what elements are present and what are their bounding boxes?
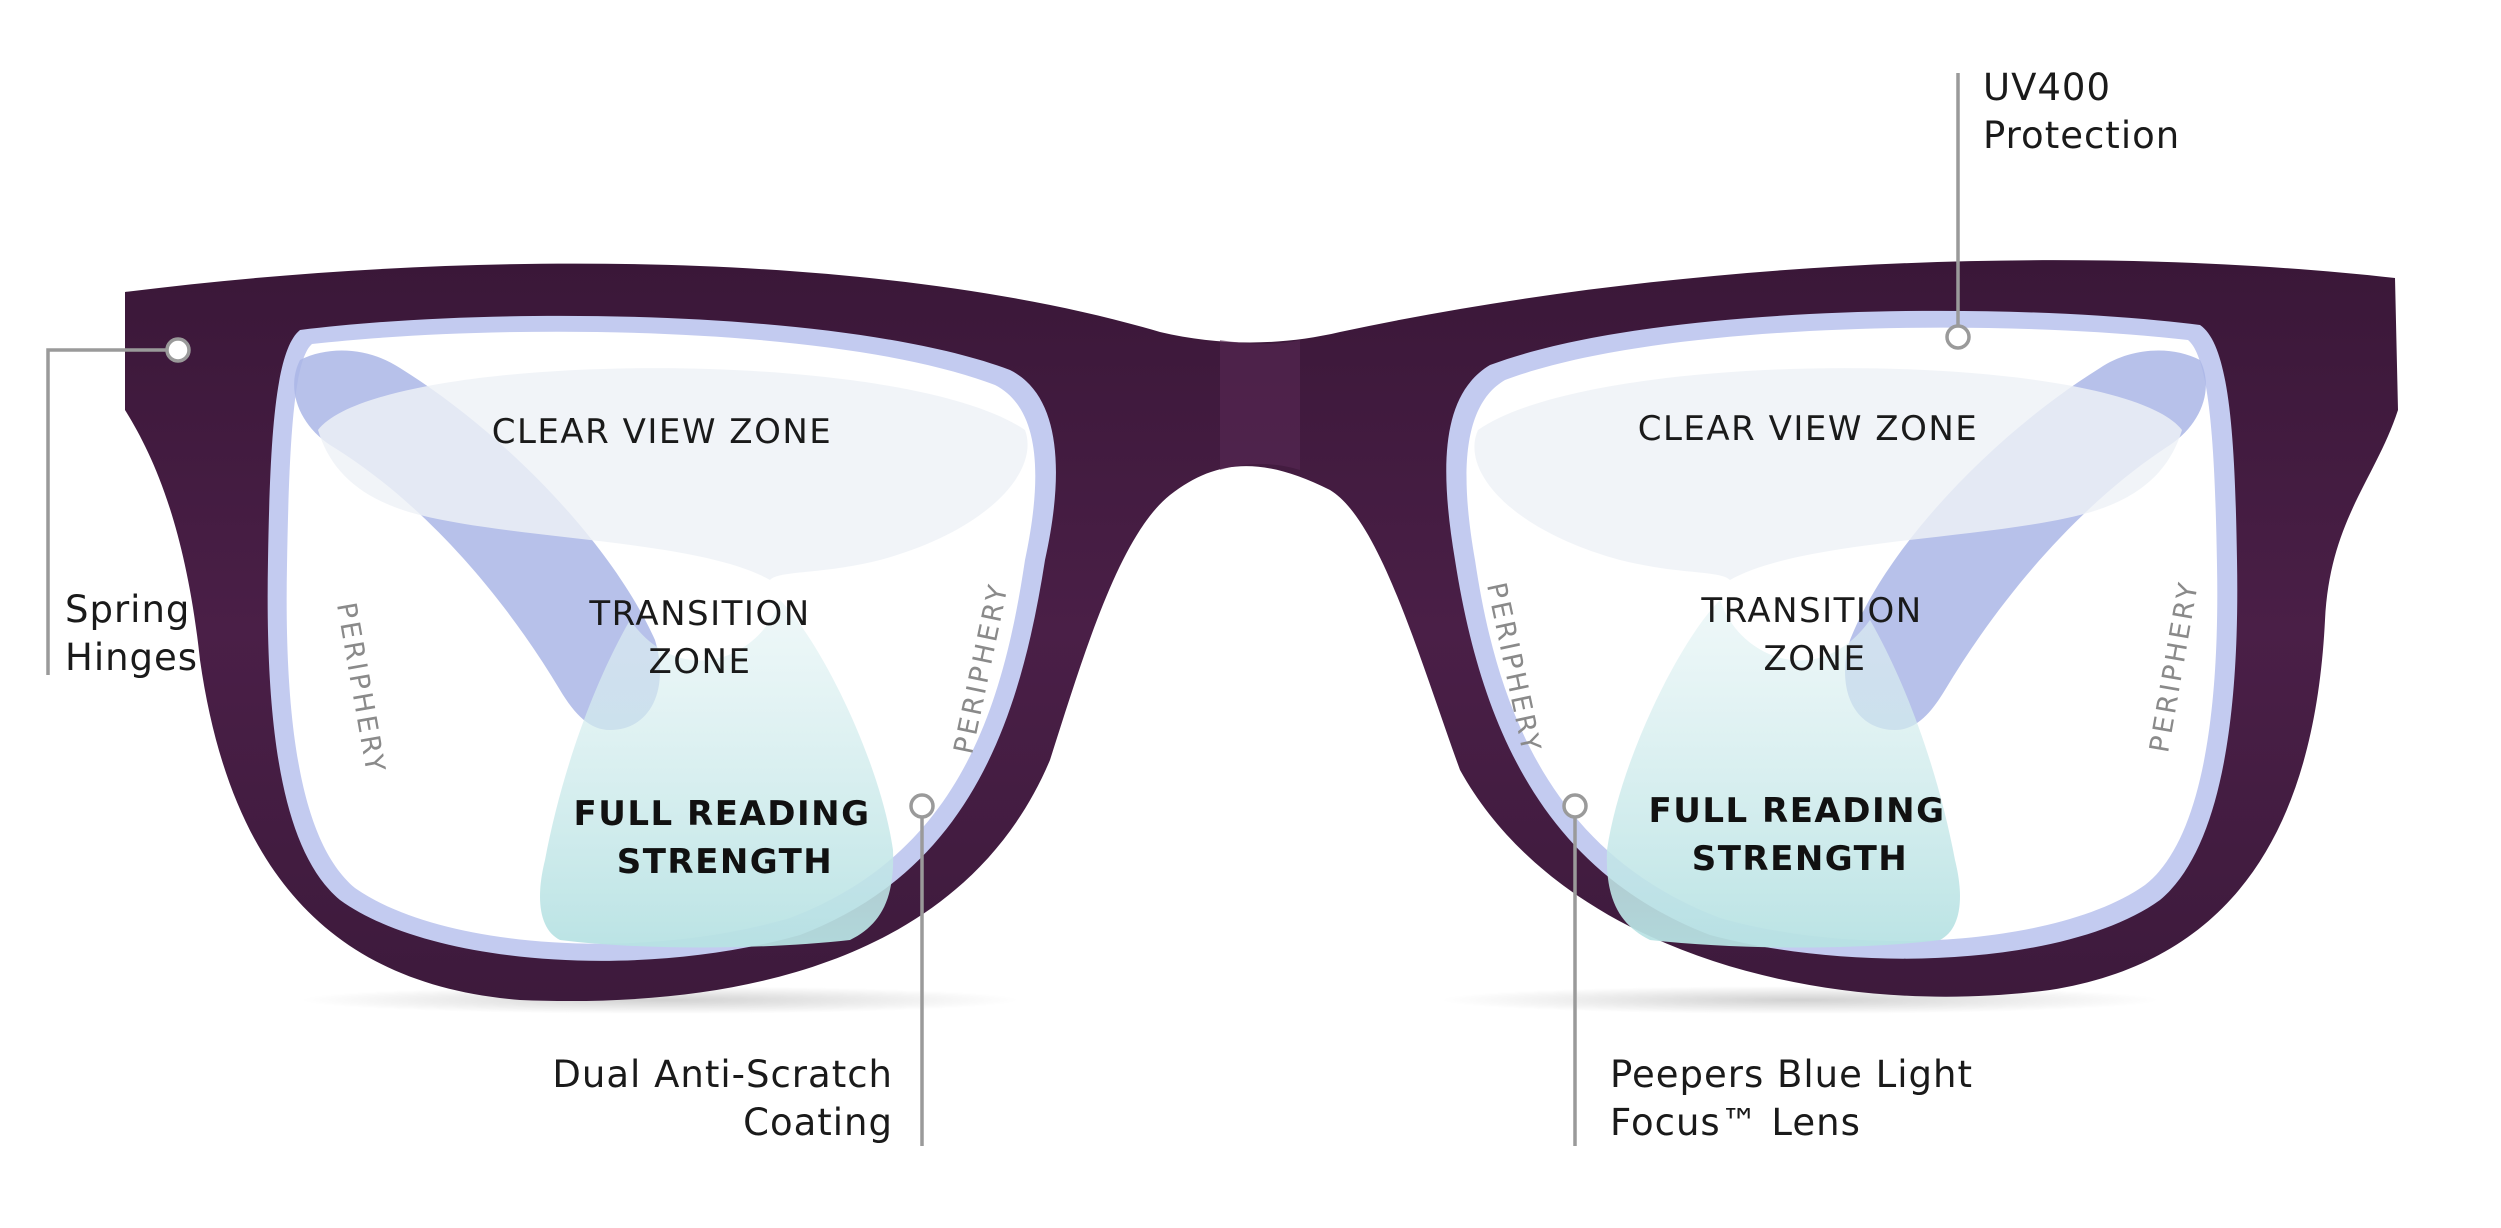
uv-callout-line2: Protection [1983,114,2180,157]
left-clear-view-label: CLEAR VIEW ZONE [492,412,833,452]
coating-leader-dot [909,793,935,819]
right-lens [1446,310,2238,959]
hinges-callout-line2: Hinges [65,636,198,679]
left-reading-zone [540,600,894,948]
hinges-leader-dot [165,337,191,363]
right-clear-view-zone [1474,368,2182,580]
right-clear-view-label: CLEAR VIEW ZONE [1638,409,1979,449]
hinges-leader-line [46,348,178,675]
coating-callout-line2: Coating [743,1101,893,1144]
hinges-callout-line1: Spring [65,588,190,631]
left-reading-label-line1: FULL READING [574,794,871,834]
right-reading-label-line1: FULL READING [1649,791,1946,831]
uv-callout-line1: UV400 [1983,66,2111,109]
right-transition-label-line1: TRANSITION [1700,591,1922,631]
lens-leader-dot [1562,793,1588,819]
right-reading-label-line2: STRENGTH [1692,839,1909,879]
left-transition-label-line2: ZONE [649,642,752,682]
coating-callout-line1: Dual Anti-Scratch [552,1053,893,1096]
right-transition-label-line2: ZONE [1764,639,1867,679]
left-reading-label-line2: STRENGTH [617,842,834,882]
left-clear-view-zone [318,368,1028,580]
uv-leader-dot [1945,324,1971,350]
lens-callout-line1: Peepers Blue Light [1610,1053,1973,1096]
callout-leaders [46,73,1971,1146]
right-reading-zone [1606,600,1960,948]
left-transition-label-line1: TRANSITION [588,594,810,634]
left-lens [267,315,1056,961]
lens-callout-line2: Focus™ Lens [1610,1101,1861,1144]
frame-shadow-right [1440,986,2160,1014]
frame-bridge-highlight [1220,340,1300,470]
